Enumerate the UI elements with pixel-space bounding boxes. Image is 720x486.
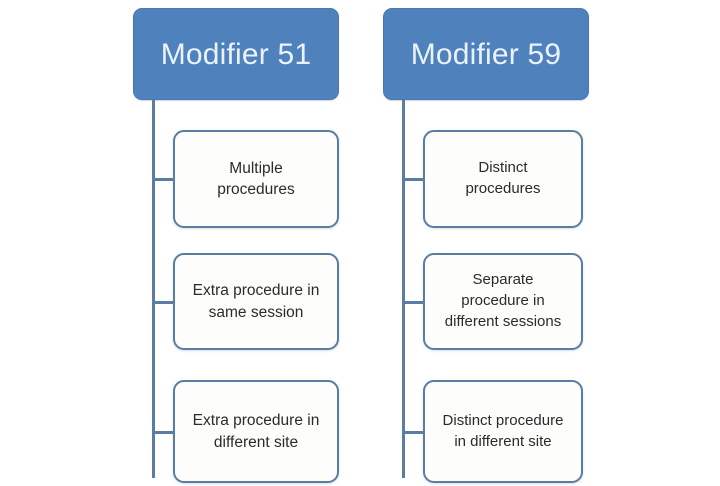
connector-stub-left-1 bbox=[152, 178, 174, 181]
column-modifier-51: Modifier 51 Multiple procedures Extra pr… bbox=[133, 0, 339, 486]
child-node-left-3[interactable]: Extra procedure in different site bbox=[173, 380, 339, 483]
child-node-label: Distinct procedure in different site bbox=[442, 411, 564, 450]
connector-stub-left-2 bbox=[152, 301, 174, 304]
child-node-left-1[interactable]: Multiple procedures bbox=[173, 130, 339, 228]
column-modifier-59: Modifier 59 Distinct procedures Separate… bbox=[383, 0, 589, 486]
child-node-label: Multiple procedures bbox=[217, 159, 295, 198]
root-node-label: Modifier 51 bbox=[160, 37, 312, 71]
connector-stub-left-3 bbox=[152, 431, 174, 434]
child-node-right-3[interactable]: Distinct procedure in different site bbox=[423, 380, 583, 483]
connector-trunk-left bbox=[152, 100, 155, 478]
child-node-right-1[interactable]: Distinct procedures bbox=[423, 130, 583, 228]
connector-trunk-right bbox=[402, 100, 405, 478]
child-node-label: Extra procedure in same session bbox=[192, 282, 320, 321]
root-node-modifier-59[interactable]: Modifier 59 bbox=[383, 8, 589, 100]
connector-stub-right-1 bbox=[402, 178, 424, 181]
root-node-modifier-51[interactable]: Modifier 51 bbox=[133, 8, 339, 100]
child-node-label: Extra procedure in different site bbox=[192, 412, 320, 451]
child-node-label: Distinct procedures bbox=[465, 159, 541, 197]
connector-stub-right-2 bbox=[402, 301, 424, 304]
child-node-label: Separate procedure in different sessions bbox=[444, 271, 562, 330]
root-node-label: Modifier 59 bbox=[410, 37, 562, 71]
child-node-right-2[interactable]: Separate procedure in different sessions bbox=[423, 253, 583, 350]
connector-stub-right-3 bbox=[402, 431, 424, 434]
child-node-left-2[interactable]: Extra procedure in same session bbox=[173, 253, 339, 350]
